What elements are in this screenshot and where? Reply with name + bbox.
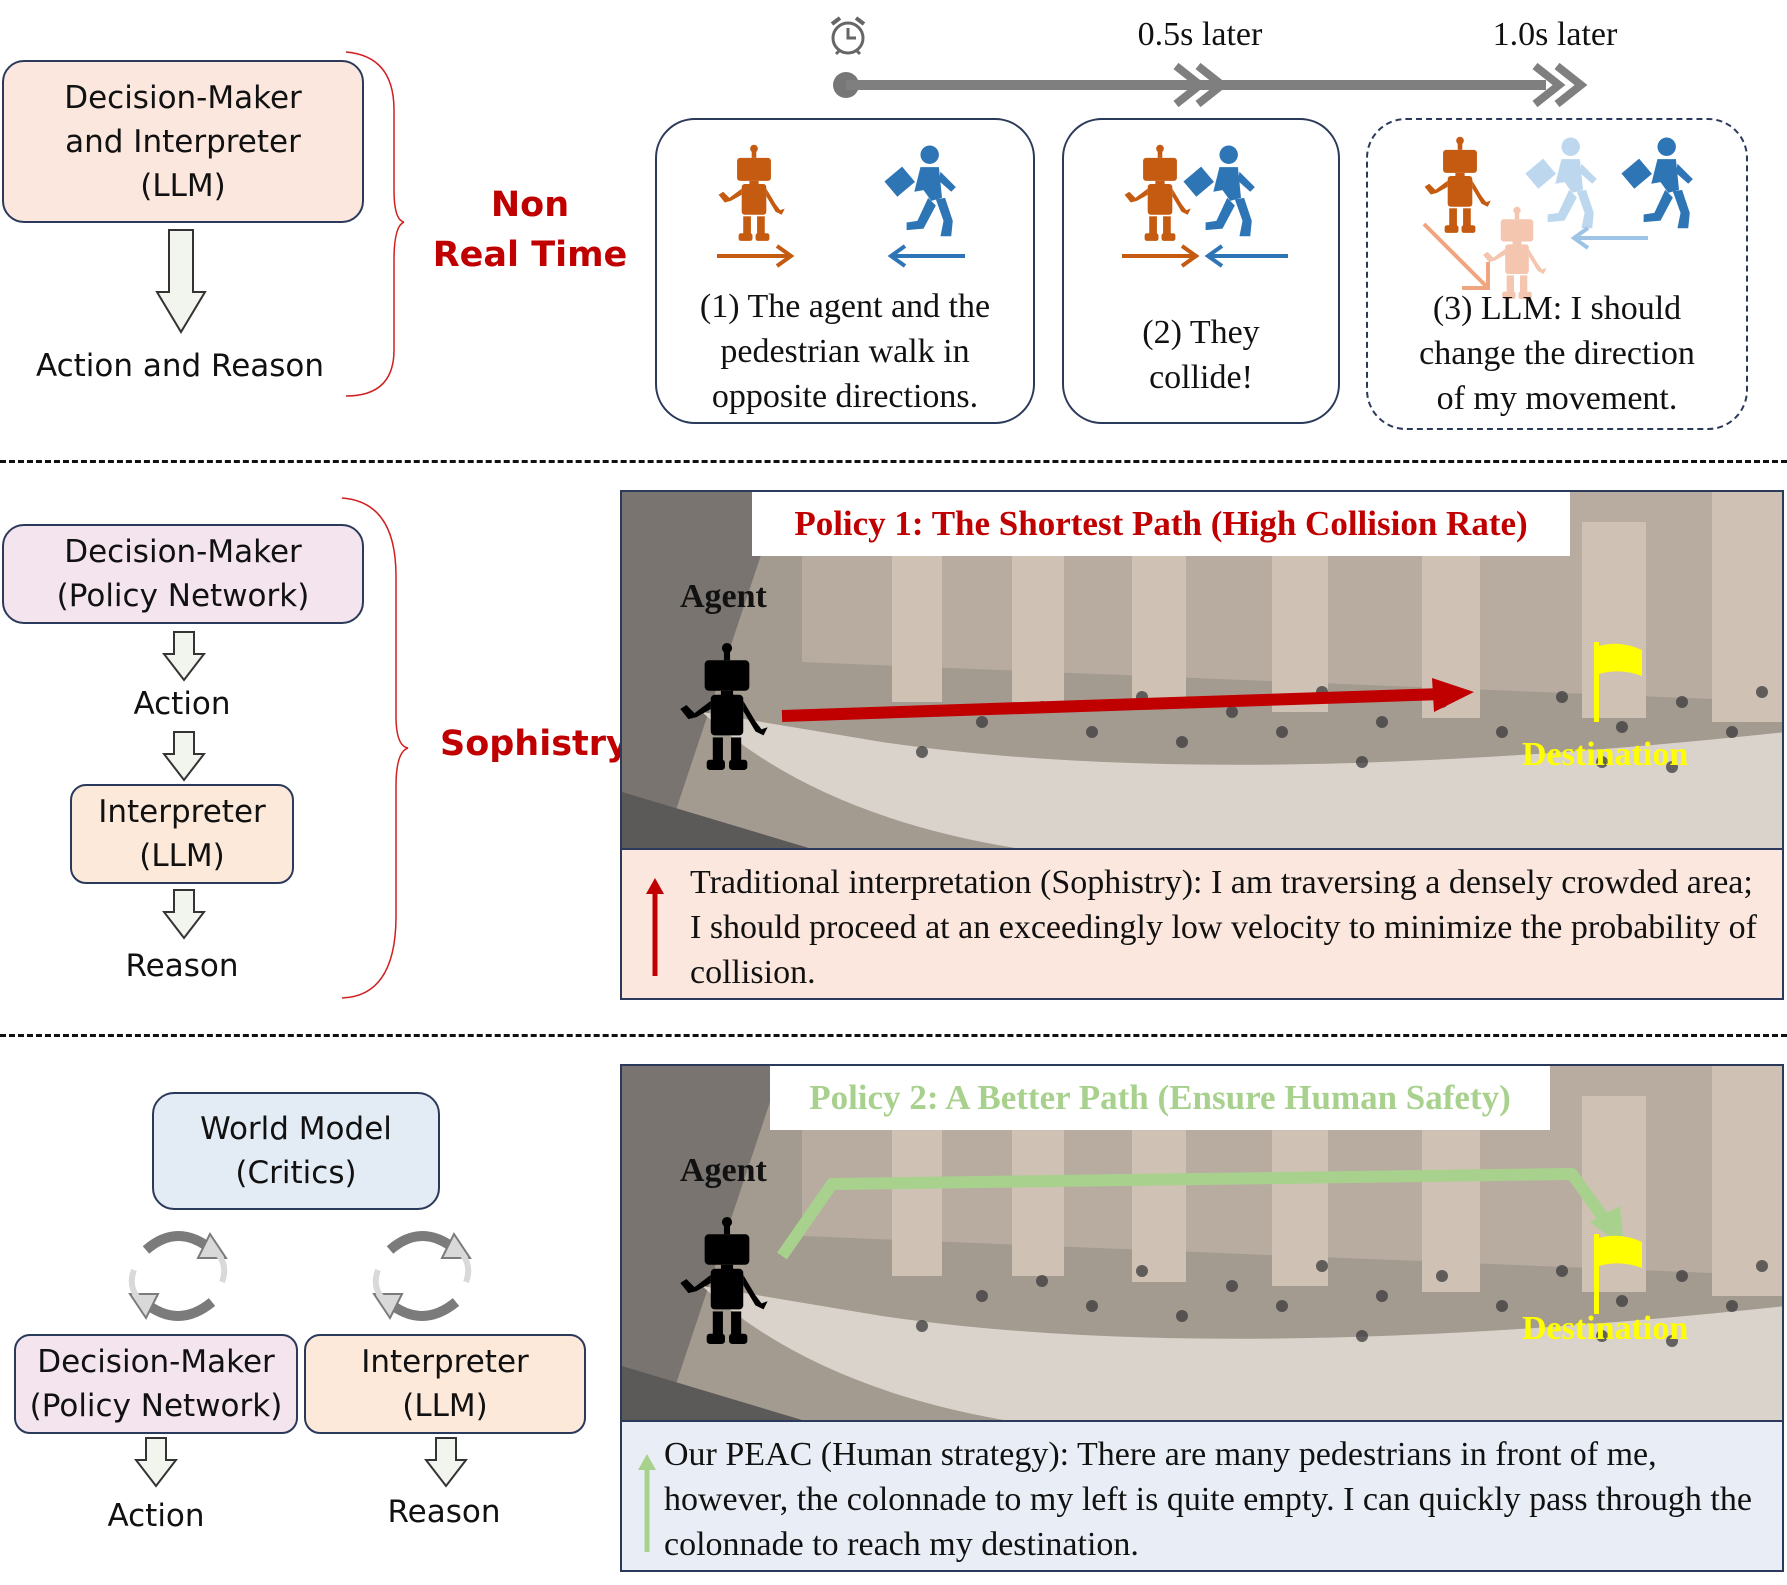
- section-divider: [0, 460, 1787, 463]
- green-up-arrow-icon: [638, 1454, 656, 1552]
- time-label-1.0s: 1.0s later: [1492, 16, 1618, 53]
- traditional-interpretation-text: Traditional interpretation (Sophistry): …: [690, 864, 1757, 991]
- agent-robot-icon: [662, 642, 792, 774]
- down-arrow-icon: [162, 631, 206, 682]
- reason-label: Reason: [125, 948, 239, 984]
- down-arrow-icon: [134, 1437, 178, 1488]
- alarm-clock-icon: [830, 16, 866, 56]
- interpreter-llm-box: Interpreter (LLM): [304, 1334, 586, 1434]
- curly-brace: [345, 51, 404, 397]
- interpreter-llm-box: Interpreter (LLM): [70, 784, 294, 884]
- peac-interpretation-box: Our PEAC (Human strategy): There are man…: [620, 1420, 1784, 1572]
- step2-text: (2) They collide!: [1142, 314, 1260, 396]
- diagonal-arrow-icon: [1422, 222, 1490, 290]
- llm-decision-interpreter-box: Decision-Maker and Interpreter (LLM): [2, 60, 364, 223]
- step1-card: (1) The agent and the pedestrian walk in…: [655, 118, 1035, 424]
- step3-card: (3) LLM: I should change the direction o…: [1366, 118, 1748, 430]
- pedestrian-icon: [877, 144, 967, 244]
- destination-label: Destination: [1522, 736, 1689, 773]
- red-shortest-path-arrow: [781, 678, 1474, 722]
- policy1-title: Policy 1: The Shortest Path (High Collis…: [752, 492, 1570, 556]
- peac-interpretation-text: Our PEAC (Human strategy): There are man…: [664, 1436, 1752, 1563]
- traditional-interpretation-box: Traditional interpretation (Sophistry): …: [620, 848, 1784, 1000]
- reason-label: Reason: [387, 1494, 501, 1530]
- section-divider: [0, 1034, 1787, 1037]
- crowd-scene-policy2: Agent Destination Policy 2: A Better Pat…: [620, 1064, 1784, 1424]
- non-real-time-label: Non Real Time: [432, 185, 628, 275]
- down-arrow-icon: [155, 229, 207, 334]
- step2-card: (2) They collide!: [1062, 118, 1340, 424]
- curly-brace: [341, 497, 409, 999]
- destination-label: Destination: [1522, 1310, 1689, 1347]
- policy2-title: Policy 2: A Better Path (Ensure Human Sa…: [770, 1066, 1550, 1130]
- left-arrow-icon: [1570, 226, 1648, 250]
- cycle-arrows-icon: [372, 1231, 472, 1321]
- faded-pedestrian-icon: [1518, 136, 1608, 236]
- left-arrow-icon: [887, 244, 965, 268]
- robot-icon: [709, 144, 799, 244]
- action-label: Action: [107, 1498, 205, 1534]
- red-up-arrow-icon: [646, 878, 664, 976]
- pedestrian-icon: [1614, 136, 1704, 236]
- time-label-0.5s: 0.5s later: [1137, 16, 1263, 53]
- action-and-reason-label: Action and Reason: [35, 348, 325, 384]
- destination-flag-icon: [1594, 642, 1642, 722]
- agent-label: Agent: [680, 578, 767, 615]
- collision-arrows-icon: [1122, 244, 1288, 268]
- agent-label: Agent: [680, 1152, 767, 1189]
- timeline-arrow: [833, 62, 1588, 108]
- action-label: Action: [133, 686, 231, 722]
- destination-flag-icon: [1594, 1234, 1642, 1314]
- policy-network-box: Decision-Maker (Policy Network): [14, 1334, 298, 1434]
- right-arrow-icon: [717, 244, 795, 268]
- step1-text: (1) The agent and the pedestrian walk in…: [699, 288, 991, 415]
- agent-robot-icon: [662, 1216, 792, 1348]
- crowd-scene-policy1: Agent Destination Policy 1: The Shortest…: [620, 490, 1784, 850]
- down-arrow-icon: [424, 1437, 468, 1488]
- step3-text: (3) LLM: I should change the direction o…: [1419, 290, 1695, 417]
- world-model-box: World Model (Critics): [152, 1092, 440, 1210]
- policy-network-box: Decision-Maker (Policy Network): [2, 524, 364, 624]
- down-arrow-icon: [162, 889, 206, 940]
- pedestrian-icon: [1176, 144, 1266, 244]
- sophistry-label: Sophistry: [440, 724, 629, 764]
- down-arrow-icon: [162, 731, 206, 782]
- cycle-arrows-icon: [128, 1231, 228, 1321]
